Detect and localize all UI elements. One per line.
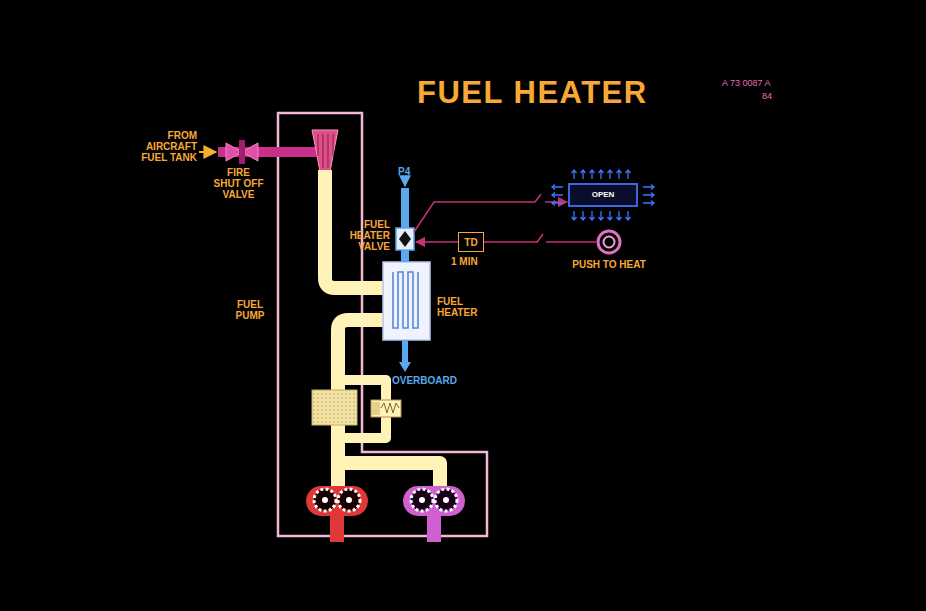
- ray-arrow: [599, 170, 604, 179]
- wire-break: [537, 234, 546, 246]
- ray-arrow: [590, 211, 595, 220]
- pump-housing: [278, 113, 487, 536]
- ray-arrow: [643, 193, 654, 198]
- gear-pump-left-part: [330, 512, 344, 542]
- gear-pump-right-part: [419, 497, 425, 503]
- gear-pump-left-part: [314, 489, 336, 511]
- drawing-number: A 73 0087 A: [722, 78, 771, 88]
- pump-inlet-screen-part: [318, 134, 333, 168]
- push-button-symbol: [569, 229, 649, 259]
- relief-valve: [371, 400, 401, 417]
- p4-air-line: [399, 178, 411, 372]
- gear-pump-left-part: [306, 486, 368, 516]
- fuel-heater-part: [383, 262, 430, 340]
- p4-air-line-part: [401, 188, 409, 228]
- p4-air-line-part: [401, 250, 409, 262]
- page-number: 84: [762, 91, 772, 101]
- relief-valve-part: [372, 402, 380, 415]
- gear-pump-right-part: [443, 497, 449, 503]
- ray-arrow: [552, 193, 563, 198]
- fire-shutoff-valve-part: [239, 140, 245, 164]
- fuel-heater-valve-part: [399, 231, 411, 247]
- fuel-heater: [383, 262, 430, 340]
- pump-housing-part: [278, 113, 487, 536]
- pressure-label: P4: [398, 166, 410, 177]
- button-cap: [604, 237, 615, 248]
- part-label: FUEL PUMP: [229, 299, 271, 321]
- ray-arrow: [572, 211, 577, 220]
- time-delay-box: TD: [458, 232, 484, 252]
- source-label: FROM AIRCRAFT FUEL TANK: [135, 130, 197, 164]
- ray-arrow: [626, 170, 631, 179]
- gear-pump-left-part: [338, 489, 360, 511]
- fire-shutoff-valve: [218, 140, 318, 164]
- button-ring: [598, 231, 620, 253]
- valve-wires-part: [416, 241, 460, 243]
- inlet-arrow-part: [199, 151, 216, 153]
- warning-light: OPEN: [568, 183, 638, 207]
- wire: [569, 241, 596, 243]
- gear-pump-right-part: [411, 489, 433, 511]
- p4-air-line-part: [404, 178, 406, 186]
- fuel-heater-valve: [396, 228, 414, 250]
- node-text: TD: [464, 237, 477, 248]
- node-text: OPEN: [592, 191, 615, 200]
- node-text: PUSH TO HEAT: [569, 259, 649, 270]
- ray-arrow: [617, 211, 622, 220]
- title: FUEL HEATER: [417, 76, 648, 111]
- ray-arrow: [608, 170, 613, 179]
- ray-arrow: [581, 170, 586, 179]
- fuel-filter-part: [312, 390, 357, 425]
- valve-wires: [414, 194, 567, 242]
- ray-arrow: [552, 185, 563, 190]
- ray-arrow: [608, 211, 613, 220]
- gear-pump-left-part: [322, 497, 328, 503]
- push-button: PUSH TO HEAT: [569, 229, 649, 270]
- outlet-label: OVERBOARD: [392, 375, 457, 386]
- part-label: FIRE SHUT OFF VALVE: [213, 167, 264, 201]
- warning-light-rays: [552, 170, 654, 220]
- fuel-heater-valve-part: [396, 228, 414, 250]
- valve-wires-part: [414, 202, 535, 232]
- ray-arrow: [626, 211, 631, 220]
- fuel-heater-part: [393, 272, 418, 328]
- wire-break-part: [537, 234, 543, 242]
- pump-inlet-screen: [312, 130, 338, 172]
- valve-wires-part: [535, 194, 541, 202]
- connectors: [484, 242, 569, 243]
- gear-pump-left-part: [346, 497, 352, 503]
- fuel-filter: [312, 390, 357, 425]
- ray-arrow: [590, 170, 595, 179]
- gear-pump-left: [306, 486, 368, 542]
- gear-pump-right-part: [435, 489, 457, 511]
- ray-arrow: [581, 211, 586, 220]
- gear-pump-right-part: [403, 486, 465, 516]
- p4-air-line-part: [399, 362, 411, 372]
- wire-connector: [484, 241, 569, 243]
- part-label: FUEL HEATER VALVE: [342, 219, 390, 253]
- ray-arrow: [552, 201, 563, 206]
- fuel-pipes-part: [338, 463, 440, 490]
- ray-arrow: [643, 185, 654, 190]
- inlet-arrow: [199, 152, 216, 153]
- ray-arrow: [617, 170, 622, 179]
- pump-inlet-screen-part: [312, 130, 338, 172]
- relief-valve-part: [381, 403, 399, 413]
- ray-arrow: [599, 211, 604, 220]
- gear-pump-right-part: [427, 512, 441, 542]
- delay-label: 1 MIN: [451, 256, 478, 267]
- part-label: FUEL HEATER: [437, 296, 483, 318]
- ray-arrow: [643, 201, 654, 206]
- gear-pump-right: [403, 486, 465, 542]
- relief-valve-part: [371, 400, 401, 417]
- ray-arrow: [572, 170, 577, 179]
